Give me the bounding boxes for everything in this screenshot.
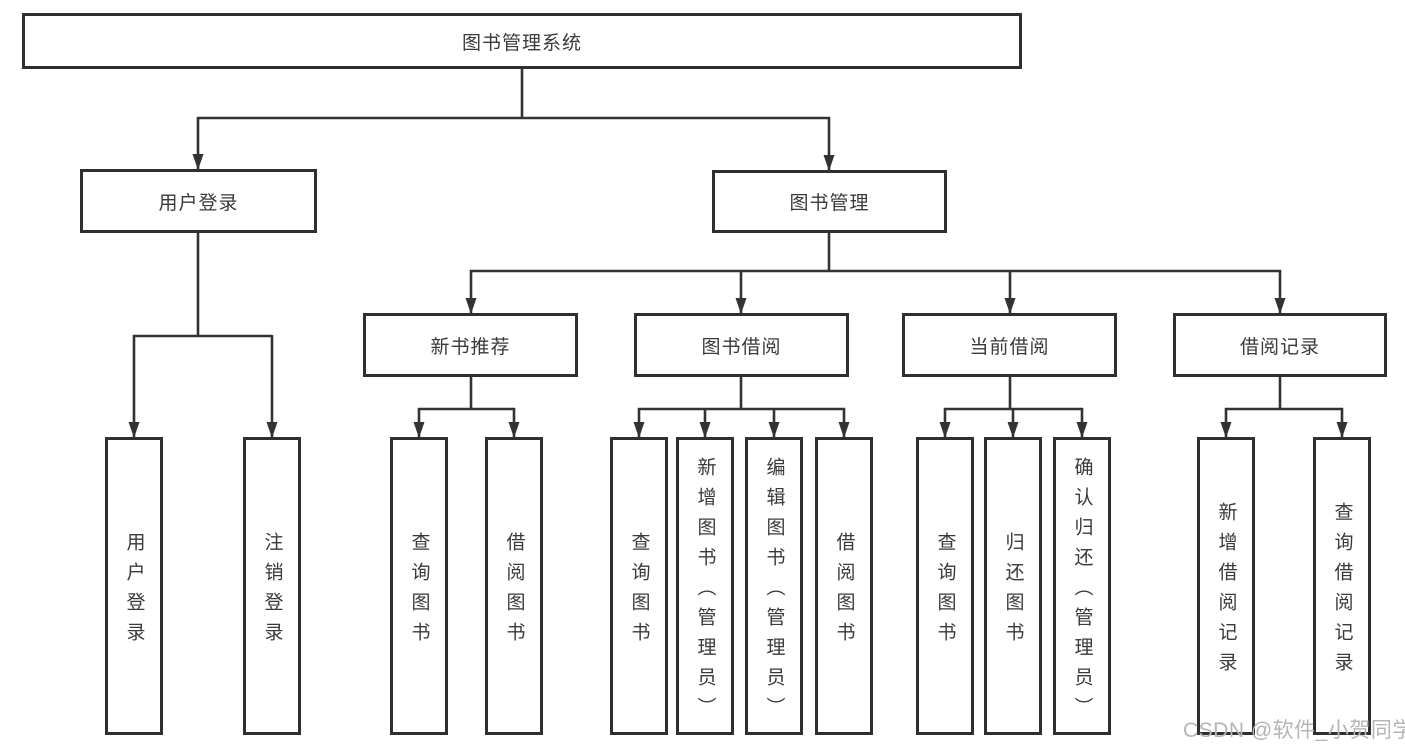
node-label: 借阅图书	[503, 531, 525, 652]
leaf-borrow-add-books-admin: 新增图书（管理员）	[676, 437, 734, 735]
node-label: 查询图书	[934, 531, 956, 652]
node-label: 新增借阅记录	[1215, 501, 1237, 682]
node-label: 查询借阅记录	[1331, 501, 1353, 682]
leaf-borrow-borrow-books: 借阅图书	[815, 437, 873, 735]
leaf-records-query-borrow-record: 查询借阅记录	[1313, 437, 1371, 735]
node-current-borrow: 当前借阅	[902, 313, 1117, 377]
node-label: 当前借阅	[969, 336, 1050, 358]
node-new-book-recommend: 新书推荐	[363, 313, 578, 377]
node-label: 新书推荐	[430, 336, 511, 358]
node-user-login: 用户登录	[80, 169, 317, 233]
node-book-borrow: 图书借阅	[634, 313, 849, 377]
node-label: 查询图书	[408, 531, 430, 652]
leaf-current-return-books: 归还图书	[984, 437, 1042, 735]
leaf-current-query-books: 查询图书	[916, 437, 974, 735]
node-label: 确认归还（管理员）	[1071, 456, 1093, 727]
leaf-borrow-query-books: 查询图书	[610, 437, 668, 735]
node-label: 用户登录	[158, 192, 239, 214]
node-borrow-records: 借阅记录	[1173, 313, 1387, 377]
node-library-system: 图书管理系统	[22, 13, 1022, 69]
node-label: 图书借阅	[701, 336, 782, 358]
node-label: 借阅图书	[833, 531, 855, 652]
leaf-records-add-borrow-record: 新增借阅记录	[1197, 437, 1255, 735]
leaf-user-login: 用户登录	[105, 437, 163, 735]
node-label: 归还图书	[1002, 531, 1024, 652]
node-label: 用户登录	[123, 531, 145, 652]
leaf-borrow-edit-books-admin: 编辑图书（管理员）	[745, 437, 803, 735]
node-label: 图书管理系统	[461, 32, 582, 54]
node-label: 图书管理	[789, 193, 870, 214]
node-label: 注销登录	[261, 531, 283, 652]
node-book-management: 图书管理	[712, 170, 947, 233]
leaf-newbooks-borrow-books: 借阅图书	[485, 437, 543, 735]
leaf-logout: 注销登录	[243, 437, 301, 735]
node-label: 借阅记录	[1239, 336, 1320, 358]
node-label: 查询图书	[628, 531, 650, 652]
leaf-current-confirm-return-admin: 确认归还（管理员）	[1053, 437, 1111, 735]
node-label: 新增图书（管理员）	[694, 456, 716, 727]
csdn-watermark: CSDN @软件_小贺同学	[1183, 719, 1405, 742]
leaf-newbooks-query-books: 查询图书	[390, 437, 448, 735]
node-label: 编辑图书（管理员）	[763, 456, 785, 727]
